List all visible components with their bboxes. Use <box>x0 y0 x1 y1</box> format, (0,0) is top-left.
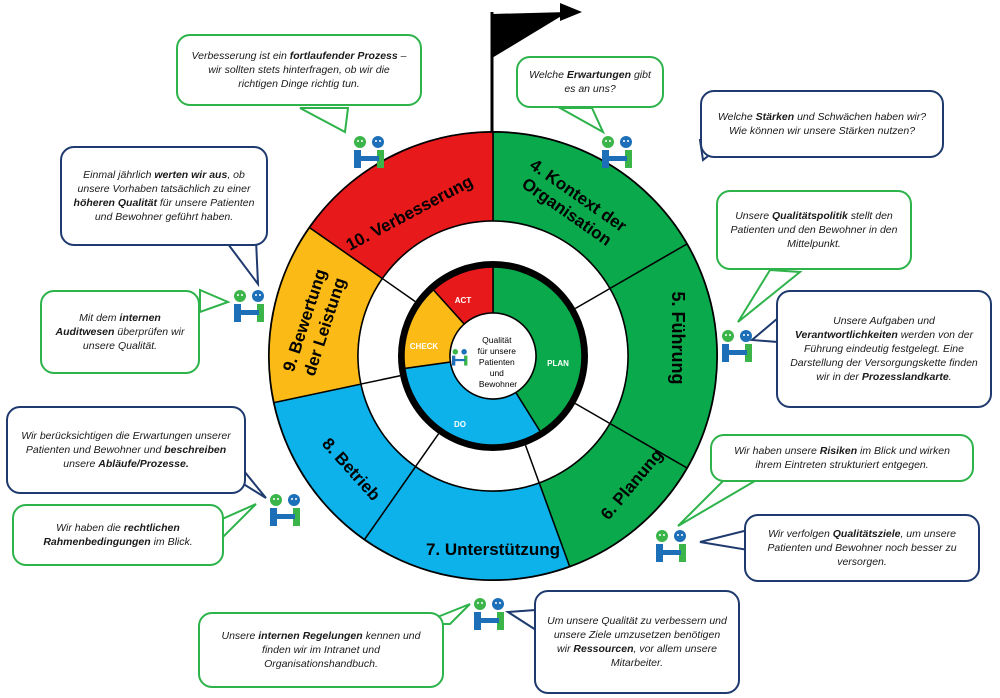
segment-label-unterstuetzung: 7. Unterstützung <box>426 540 560 559</box>
people-meeting-icon <box>474 598 504 630</box>
bubble-text-part: gibt es an uns? <box>564 69 651 95</box>
bubble-text-part: – wir sollten stets hinterfragen, ob wir… <box>208 50 407 90</box>
bubble-emphasis: höheren Qualität <box>73 197 157 209</box>
bubble-emphasis: Ressourcen <box>573 643 634 655</box>
bubble-text-part: , um unsere Patienten und Bewohner noch … <box>767 528 957 568</box>
bubble-emphasis: beschreiben <box>164 444 227 456</box>
bubble-text-part: Wir verfolgen <box>768 528 833 540</box>
bubble-regelungen: Unsere internen Regelungen kennen und fi… <box>198 612 444 688</box>
bubble-emphasis: Stärken <box>755 111 795 123</box>
divider-line <box>524 445 540 484</box>
bubble-text-part: Wir haben unsere <box>734 445 820 457</box>
bubble-erwartungen: Welche Erwartungen gibt es an uns? <box>516 56 664 108</box>
bubble-text-part: überprüfen wir unsere Qualität. <box>82 326 185 352</box>
people-meeting-icon <box>234 290 264 322</box>
pdca-label-do: DO <box>454 420 466 429</box>
bubble-text-part: Einmal jährlich <box>83 169 155 181</box>
bubble-text: Wir berücksichtigen die Erwartungen unse… <box>18 429 234 471</box>
bubble-emphasis: Qualitätsziele <box>832 528 901 540</box>
segment-label-fuehrung: 5. Führung <box>668 292 688 385</box>
bubble-text-part: , vor allem unsere Mitarbeiter. <box>610 643 717 669</box>
bubble-aufgaben: Unsere Aufgaben und Verantwortlichkeiten… <box>776 290 992 408</box>
bubble-text: Mit dem internen Auditwesen überprüfen w… <box>52 311 188 353</box>
bubble-text-part: Wir haben die <box>56 522 124 534</box>
bubble-rahmen: Wir haben die rechtlichen Rahmenbedingun… <box>12 504 224 566</box>
bubble-text-part: . <box>948 371 952 383</box>
bubble-risiken: Wir haben unsere Risiken im Blick und wi… <box>710 434 974 482</box>
pdca-ring <box>398 261 588 451</box>
bubble-text: Wir verfolgen Qualitätsziele, um unsere … <box>756 527 968 569</box>
bubble-text-part: Welche <box>529 69 567 81</box>
bubble-text-part: werden von der Führung eindeutig festgel… <box>790 329 978 383</box>
bubble-audit: Mit dem internen Auditwesen überprüfen w… <box>40 290 200 374</box>
bubble-auswerten: Einmal jährlich werten wir aus, ob unser… <box>60 146 268 246</box>
bubble-emphasis: Erwartungen <box>566 69 632 81</box>
bubble-emphasis: Verantwortlichkeiten <box>794 329 898 341</box>
people-meeting-icon <box>722 330 752 362</box>
bubble-text-part: Wir berücksichtigen die Erwartungen unse… <box>21 430 231 456</box>
bubble-text-part: Mit dem <box>79 312 120 324</box>
pdca-outer-border <box>398 261 588 451</box>
bubble-text-part: kennen und finden wir im Intranet und Or… <box>262 630 421 670</box>
bubble-emphasis: Prozesslandkarte <box>861 371 949 383</box>
bubble-qualitaetsziele: Wir verfolgen Qualitätsziele, um unsere … <box>744 514 980 582</box>
pdca-label-check: CHECK <box>410 342 439 351</box>
bubble-text-part: im Blick und wirken ihrem Eintreten stru… <box>755 445 950 471</box>
people-meeting-icon <box>354 136 384 168</box>
bubble-emphasis: Qualitätspolitik <box>771 210 848 222</box>
bubble-text-part: für unsere Patienten und Bewohner geführ… <box>94 197 255 223</box>
bubble-text: Wir haben die rechtlichen Rahmenbedingun… <box>24 521 212 549</box>
pdca-label-plan: PLAN <box>547 359 569 368</box>
people-meeting-icon <box>452 349 468 366</box>
center-circle <box>449 312 537 400</box>
bubble-text-part: , ob unsere Vorhaben tatsächlich zu eine… <box>77 169 251 195</box>
bubble-text-part: Um unsere Qualität zu verbessern und uns… <box>547 615 727 655</box>
bubble-verbesserung-prozess: Verbesserung ist ein fortlaufender Proze… <box>176 34 422 106</box>
bubble-text: Unsere Aufgaben und Verantwortlichkeiten… <box>788 314 980 384</box>
bubble-emphasis: internen Regelungen <box>258 630 363 642</box>
bubble-emphasis: werten wir aus <box>154 169 228 181</box>
bubble-emphasis: internen Auditwesen <box>55 312 161 338</box>
bubble-text-part: Unsere <box>221 630 259 642</box>
bubble-text-part: Unsere Aufgaben und <box>833 315 935 327</box>
people-meeting-icon <box>656 530 686 562</box>
divider-line <box>360 375 401 385</box>
bubble-qualitaetspolitik: Unsere Qualitätspolitik stellt den Patie… <box>716 190 912 270</box>
bubble-text-part: unsere <box>63 458 99 470</box>
people-meeting-icon <box>602 136 632 168</box>
bubble-ablaeufe: Wir berücksichtigen die Erwartungen unse… <box>6 406 246 494</box>
flag-icon <box>490 3 582 150</box>
divider-line <box>574 402 611 425</box>
bubble-text-part: stellt den Patienten und den Bewohner in… <box>730 210 898 250</box>
bubble-emphasis: Risiken <box>819 445 858 457</box>
people-icons <box>234 136 752 630</box>
people-meeting-icon <box>270 494 300 526</box>
bubble-text: Welche Stärken und Schwächen haben wir? … <box>712 110 932 138</box>
bubble-emphasis: rechtlichen Rahmenbedingungen <box>43 522 180 548</box>
bubble-staerken: Welche Stärken und Schwächen haben wir? … <box>700 90 944 158</box>
pdca-label-act: ACT <box>455 296 472 305</box>
center-text: Qualität für unsere Patienten und Bewohn… <box>478 335 519 389</box>
bubble-text: Verbesserung ist ein fortlaufender Proze… <box>188 49 410 91</box>
divider-line <box>381 277 416 303</box>
bubble-emphasis: fortlaufender Prozess <box>289 50 398 62</box>
bubble-text: Wir haben unsere Risiken im Blick und wi… <box>722 444 962 472</box>
bubble-text: Einmal jährlich werten wir aus, ob unser… <box>72 168 256 224</box>
bubble-text-part: Verbesserung ist ein <box>191 50 290 62</box>
divider-line <box>574 287 611 310</box>
outer-ring <box>268 131 718 581</box>
bubble-text-part: Unsere <box>735 210 772 222</box>
bubble-ressourcen: Um unsere Qualität zu verbessern und uns… <box>534 590 740 694</box>
bubble-text: Unsere internen Regelungen kennen und fi… <box>210 629 432 671</box>
bubble-text: Um unsere Qualität zu verbessern und uns… <box>546 614 728 670</box>
bubble-text-part: und Schwächen haben wir? Wie können wir … <box>728 111 927 137</box>
bubble-text: Welche Erwartungen gibt es an uns? <box>528 68 652 96</box>
bubble-text-part: Welche <box>717 111 756 123</box>
bubble-text: Unsere Qualitätspolitik stellt den Patie… <box>728 209 900 251</box>
bubble-emphasis: Abläufe/Prozesse. <box>98 458 189 470</box>
divider-line <box>414 433 440 468</box>
bubble-text-part: im Blick. <box>150 536 193 548</box>
